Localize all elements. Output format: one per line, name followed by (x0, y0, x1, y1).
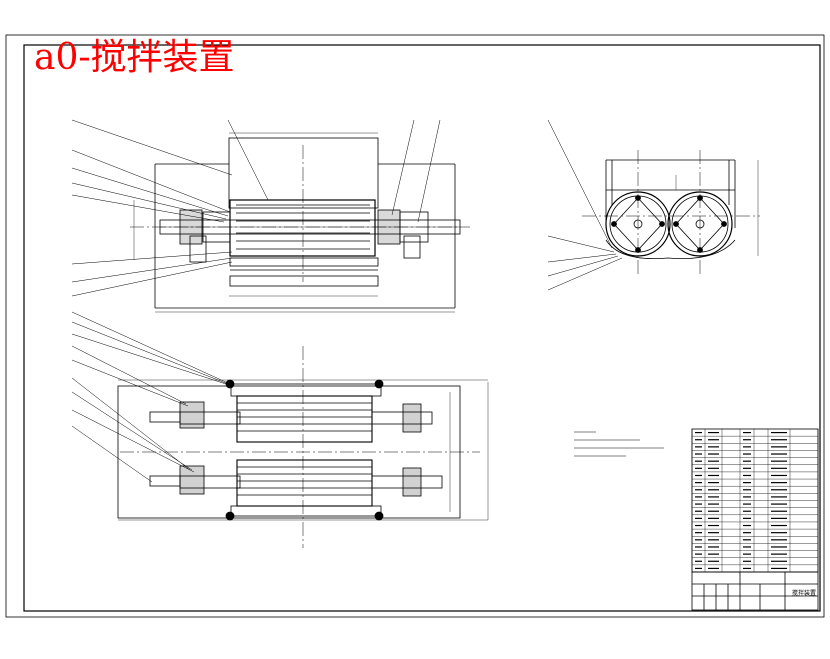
title-block-name: 搅拌装置 (792, 589, 816, 597)
outer-frame (5, 34, 825, 618)
technical-notes (574, 431, 664, 457)
inner-frame (23, 44, 821, 612)
side-view (547, 119, 760, 291)
drawing-title: a0-搅拌装置 (34, 37, 235, 78)
plan-view (71, 311, 489, 548)
left-roller (605, 191, 671, 257)
front-view (71, 119, 470, 313)
right-bearing (377, 209, 401, 245)
casing (228, 137, 379, 209)
parts-list-table (691, 428, 819, 573)
right-roller (667, 191, 733, 257)
title-block: 搅拌装置 (691, 571, 819, 611)
left-bearing (179, 209, 203, 245)
base-frame (117, 385, 461, 519)
